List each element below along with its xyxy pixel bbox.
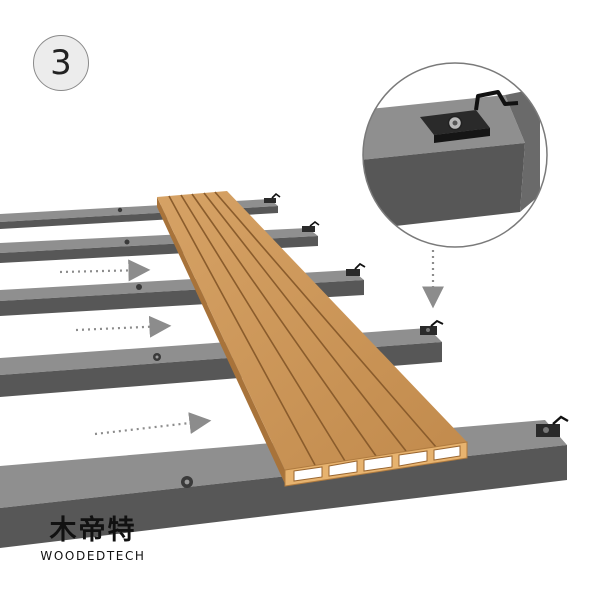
- zoom-callout: [362, 62, 548, 248]
- hollow-chambers: [293, 445, 461, 482]
- screw-head-icon: [117, 207, 123, 213]
- joist-side: [0, 445, 567, 548]
- board-grooves: [168, 191, 437, 466]
- screw-head-icon: [136, 284, 142, 290]
- deck-board: [157, 191, 468, 487]
- brand-name-chinese: 木帝特: [49, 515, 137, 546]
- arrow-right-icon: [75, 315, 172, 338]
- brand-logo: 木帝特 WOODEDTECH: [28, 515, 158, 563]
- arrow-right-icon: [59, 259, 151, 282]
- brand-name-english: WOODEDTECH: [40, 549, 146, 563]
- fastening-clip-icon: [264, 192, 281, 203]
- screw-head-icon: [124, 239, 130, 245]
- fastening-clip-icon: [420, 319, 444, 335]
- fastening-clip-icon: [420, 90, 519, 143]
- fastening-clip-icon: [536, 415, 569, 437]
- arrow-right-icon: [94, 412, 212, 436]
- step-number: 3: [50, 43, 72, 83]
- direction-arrows: [59, 259, 212, 436]
- fastening-clip-icon: [346, 262, 366, 276]
- step-number-badge: 3: [33, 35, 89, 91]
- fastening-clip-icon: [302, 220, 320, 232]
